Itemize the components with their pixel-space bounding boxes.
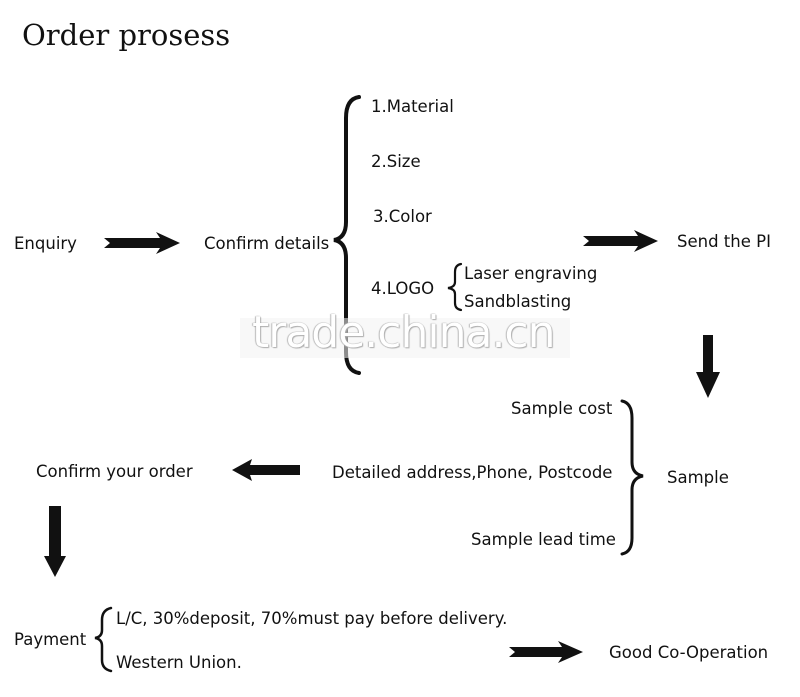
node-payment: Payment	[14, 630, 87, 649]
arrow-down-sample	[696, 335, 720, 398]
detail-logo: 4.LOGO	[371, 279, 435, 298]
brace-payment	[94, 606, 113, 673]
watermark: trade.china.cn	[252, 307, 556, 358]
page-title: Order prosess	[22, 18, 231, 52]
arrow-right-send-pi	[583, 230, 658, 252]
brace-sample	[620, 399, 644, 556]
payment-option-western-union: Western Union.	[116, 653, 242, 672]
node-enquiry: Enquiry	[14, 234, 77, 253]
sample-address: Detailed address,Phone, Postcode	[332, 463, 613, 482]
logo-option-sandblasting: Sandblasting	[464, 292, 572, 311]
sample-lead-time: Sample lead time	[471, 530, 616, 549]
arrow-left-confirm-order	[232, 459, 300, 481]
arrow-right-good-cooperation	[509, 641, 583, 663]
brace-logo	[447, 262, 463, 312]
node-send-pi: Send the PI	[677, 232, 771, 251]
detail-size: 2.Size	[371, 152, 421, 171]
payment-option-lc: L/C, 30%deposit, 70%must pay before deli…	[116, 609, 508, 628]
logo-option-laser: Laser engraving	[464, 264, 598, 283]
node-confirm-order: Confirm your order	[36, 462, 193, 481]
node-good-cooperation: Good Co-Operation	[609, 643, 769, 662]
arrow-right-enquiry	[104, 232, 180, 254]
sample-cost: Sample cost	[511, 399, 613, 418]
detail-color: 3.Color	[373, 207, 432, 226]
detail-material: 1.Material	[371, 97, 454, 116]
arrow-down-payment	[44, 506, 66, 577]
brace-details	[333, 95, 361, 375]
node-sample: Sample	[667, 468, 729, 487]
node-confirm-details: Confirm details	[204, 234, 330, 253]
